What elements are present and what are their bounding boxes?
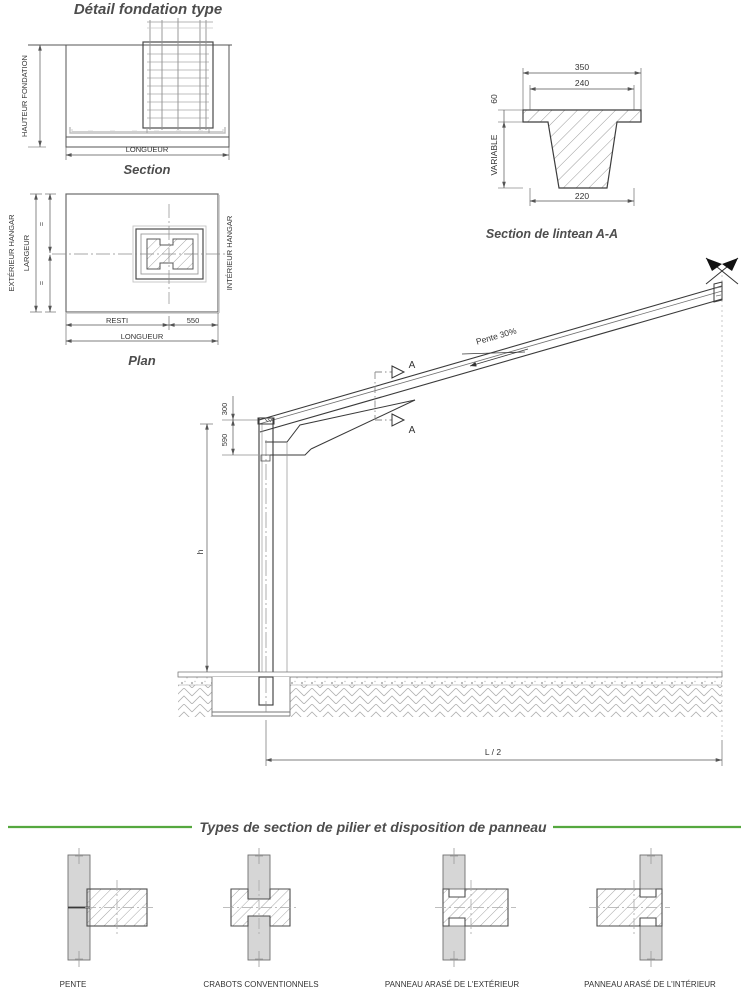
dim-h: h	[195, 549, 205, 554]
slope-label: Pente 30%	[475, 325, 518, 346]
lintel-section-caption: Section de lintean A-A	[486, 227, 618, 241]
dim-350: 350	[575, 62, 589, 72]
dim-220: 220	[575, 191, 589, 201]
pillar-types-title: Types de section de pilier et dispositio…	[199, 819, 547, 835]
lintel-section-drawing: 350 240 60 VARIABLE 220	[489, 62, 642, 206]
dim-equal-lower: =	[37, 280, 46, 285]
section-mark-upper: A	[374, 360, 416, 386]
pillar-type-crabots: CRABOTS CONVENTIONNELS	[203, 848, 319, 989]
main-elevation-drawing: Pente 30% A A 300 590 h L / 2	[177, 257, 739, 766]
pillar-type-label-1: CRABOTS CONVENTIONNELS	[203, 980, 318, 989]
pillar-type-label-3: PANNEAU ARASÉ DE L'INTÉRIEUR	[584, 980, 716, 989]
dim-resti: RESTI	[106, 316, 128, 325]
dim-span: L / 2	[485, 747, 501, 757]
section-label-lower: A	[409, 425, 416, 436]
dim-longueur-plan: LONGUEUR	[121, 332, 164, 341]
dim-60: 60	[489, 94, 499, 104]
dim-variable: VARIABLE	[489, 134, 499, 175]
dim-300: 300	[220, 403, 229, 416]
pillar-type-label-2: PANNEAU ARASÉ DE L'EXTÉRIEUR	[385, 980, 520, 989]
symmetry-axis-marker	[705, 257, 739, 285]
dim-largeur: LARGEUR	[22, 234, 31, 271]
foundation-section-drawing: HAUTEUR FONDATION LONGUEUR	[20, 18, 232, 160]
foundation-plan-caption: Plan	[128, 353, 156, 368]
dim-equal-upper: =	[37, 221, 46, 226]
section-mark-lower: A	[374, 386, 416, 436]
dim-590: 590	[220, 434, 229, 447]
label-exterieur-hangar: EXTÉRIEUR HANGAR	[7, 214, 16, 292]
pillar-type-label-0: PENTE	[60, 980, 87, 989]
pillar-type-arase-ext: PANNEAU ARASÉ DE L'EXTÉRIEUR	[385, 848, 520, 989]
dim-550: 550	[187, 316, 200, 325]
label-interieur-hangar: INTÉRIEUR HANGAR	[225, 215, 234, 290]
dim-240: 240	[575, 78, 589, 88]
pillar-type-pente: PENTE	[60, 848, 155, 989]
foundation-section-caption: Section	[124, 162, 171, 177]
foundation-plan-drawing: EXTÉRIEUR HANGAR INTÉRIEUR HANGAR LARGEU…	[7, 193, 234, 345]
dim-longueur-section: LONGUEUR	[126, 145, 169, 154]
dim-hauteur-fondation: HAUTEUR FONDATION	[20, 55, 29, 137]
pillar-type-arase-int: PANNEAU ARASÉ DE L'INTÉRIEUR	[584, 848, 716, 989]
slope-annotation: Pente 30%	[461, 325, 529, 367]
section-label-upper: A	[409, 360, 416, 371]
foundation-detail-title: Détail fondation type	[74, 1, 222, 18]
